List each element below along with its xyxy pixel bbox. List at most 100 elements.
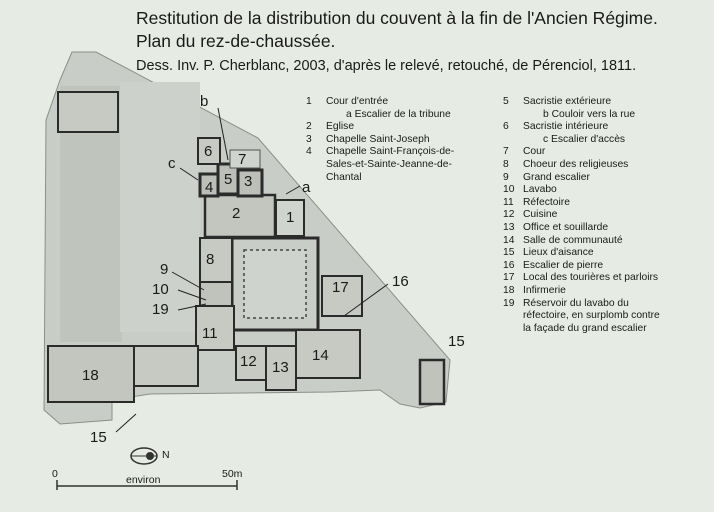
legend-text: Escalier de pierre	[523, 259, 604, 271]
legend-number: 17	[503, 272, 515, 284]
legend-number: 8	[503, 158, 509, 170]
plan-label-15-east: 15	[448, 333, 465, 350]
legend-item: 4 Chapelle Saint-François-de-	[306, 146, 454, 159]
leader-a	[285, 185, 301, 195]
west-range	[133, 345, 199, 387]
legend-text: Réfectoire	[523, 196, 570, 208]
plan-label-5: 5	[224, 171, 233, 188]
legend-item: Chantal	[306, 172, 454, 185]
garden-north	[120, 82, 200, 332]
plan-label-a: a	[302, 179, 311, 196]
legend-item: 8 Choeur des religieuses	[503, 159, 660, 172]
legend-item: 19 Réservoir du lavabo du	[503, 298, 660, 311]
plan-label-15-west: 15	[90, 429, 107, 446]
legend-text: Lieux d'aisance	[523, 247, 594, 259]
plan-label-19: 19	[152, 301, 169, 318]
scale-zero: 0	[52, 468, 58, 480]
compass-letter: N	[162, 449, 170, 461]
legend-item: 16 Escalier de pierre	[503, 260, 660, 273]
legend-number: 6	[503, 121, 509, 133]
legend-number	[306, 159, 326, 172]
legend-text: réfectoire, en surplomb contre	[523, 310, 660, 322]
legend-item: Sales-et-Sainte-Jeanne-de-	[306, 159, 454, 172]
legend-item: c Escalier d'accès	[503, 134, 660, 147]
refectory-11	[195, 305, 235, 351]
legend-text: Chapelle Saint-François-de-	[326, 146, 455, 158]
legend-text: Chantal	[326, 171, 362, 183]
leader-16	[343, 283, 389, 317]
leader-9	[171, 271, 205, 291]
legend-number: 9	[503, 171, 509, 183]
legend-number	[503, 323, 523, 336]
legend-text: Sales-et-Sainte-Jeanne-de-	[326, 158, 452, 170]
legend-item: la façade du grand escalier	[503, 323, 660, 336]
legend-number: 4	[306, 146, 312, 158]
plan-label-8: 8	[206, 251, 215, 268]
legend-text: Eglise	[326, 121, 355, 133]
legend-number: 16	[503, 259, 515, 271]
legend-number: 5	[503, 96, 509, 107]
legend-number	[306, 172, 326, 185]
entrance-court-1	[275, 199, 305, 237]
legend-text: Local des tourières et parloirs	[523, 272, 659, 284]
legend-number: 13	[503, 221, 515, 233]
plan-label-16: 16	[392, 273, 409, 290]
legend-item: 1 Cour d'entrée	[306, 96, 454, 109]
plan-label-18: 18	[82, 367, 99, 384]
legend-text: Sacristie extérieure	[523, 96, 612, 107]
plan-label-7: 7	[238, 151, 247, 168]
legend-item: réfectoire, en surplomb contre	[503, 310, 660, 323]
legend-text: Réservoir du lavabo du	[523, 297, 629, 309]
legend-text: Chapelle Saint-Joseph	[326, 133, 430, 145]
legend-number: 12	[503, 209, 515, 221]
legend-item: 3 Chapelle Saint-Joseph	[306, 134, 454, 147]
nw-building	[57, 91, 119, 133]
legend-text: Cour d'entrée	[326, 96, 389, 107]
legend-text: Infirmerie	[523, 284, 566, 296]
legend-number: 19	[503, 297, 515, 309]
legend-number: 3	[306, 133, 312, 145]
plan-label-4: 4	[205, 179, 214, 196]
legend-item: 9 Grand escalier	[503, 172, 660, 185]
leader-19	[177, 303, 207, 311]
choir-8	[199, 237, 233, 283]
compass-icon	[130, 447, 158, 465]
legend-item: 2 Eglise	[306, 121, 454, 134]
legend-number	[503, 134, 523, 147]
latrine-15-east	[418, 358, 446, 406]
cloister-inner	[243, 249, 307, 319]
plan-label-11: 11	[202, 325, 218, 342]
legend-text: Salle de communauté	[523, 234, 623, 246]
community-room-14	[295, 329, 361, 379]
plan-label-12: 12	[240, 353, 257, 370]
scale-caption: environ	[126, 474, 161, 486]
title-line-2: Plan du rez-de-chaussée.	[136, 31, 336, 51]
plan-label-2: 2	[232, 205, 241, 222]
plan-label-13: 13	[272, 359, 289, 376]
legend-number: 2	[306, 121, 312, 133]
scale-end: 50m	[222, 468, 243, 480]
legend-text: a Escalier de la tribune	[346, 108, 451, 120]
legend-number: 15	[503, 247, 515, 259]
leader-b	[217, 107, 229, 161]
legend-text: Choeur des religieuses	[523, 158, 629, 170]
legend-number: 1	[306, 96, 312, 107]
leader-15-west	[115, 413, 137, 433]
parlours-17	[321, 275, 363, 317]
legend-text: b Couloir vers la rue	[543, 108, 636, 120]
court-7	[229, 149, 261, 169]
plan-label-10: 10	[152, 281, 169, 298]
plan-label-1: 1	[286, 209, 295, 226]
legend-item: a Escalier de la tribune	[306, 109, 454, 122]
infirmary-18	[47, 345, 135, 403]
title-line-1: Restitution de la distribution du couven…	[136, 8, 658, 28]
legend-text: la façade du grand escalier	[523, 322, 647, 334]
legend-text: Grand escalier	[523, 171, 590, 183]
